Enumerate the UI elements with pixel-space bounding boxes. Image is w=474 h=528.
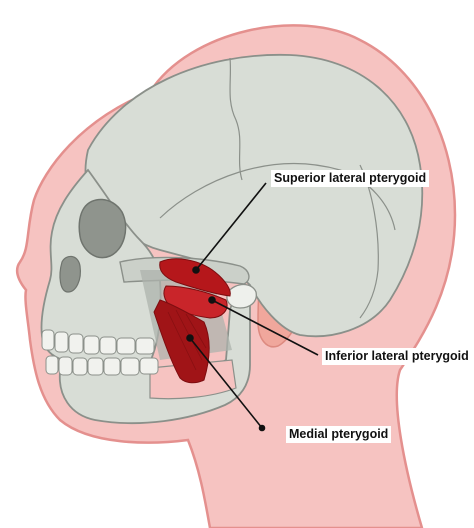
label-inferior-lateral-pterygoid: Inferior lateral pterygoid [322, 348, 472, 365]
coronal-suture [229, 57, 243, 181]
medial-pterygoid-muscle [153, 299, 210, 384]
label-superior-lateral-pterygoid: Superior lateral pterygoid [271, 170, 430, 187]
squamosal-suture [159, 163, 396, 231]
eye-orbit [78, 198, 127, 259]
upper-teeth [41, 329, 155, 355]
leader-lines [186, 182, 319, 432]
lower-teeth [45, 355, 159, 376]
tmj-condyle [226, 283, 257, 309]
superior-lateral-pterygoid-muscle [159, 258, 231, 297]
label-medial-pterygoid: Medial pterygoid [286, 426, 392, 443]
nasal-cavity [59, 255, 81, 293]
lambdoid-suture [359, 164, 379, 319]
